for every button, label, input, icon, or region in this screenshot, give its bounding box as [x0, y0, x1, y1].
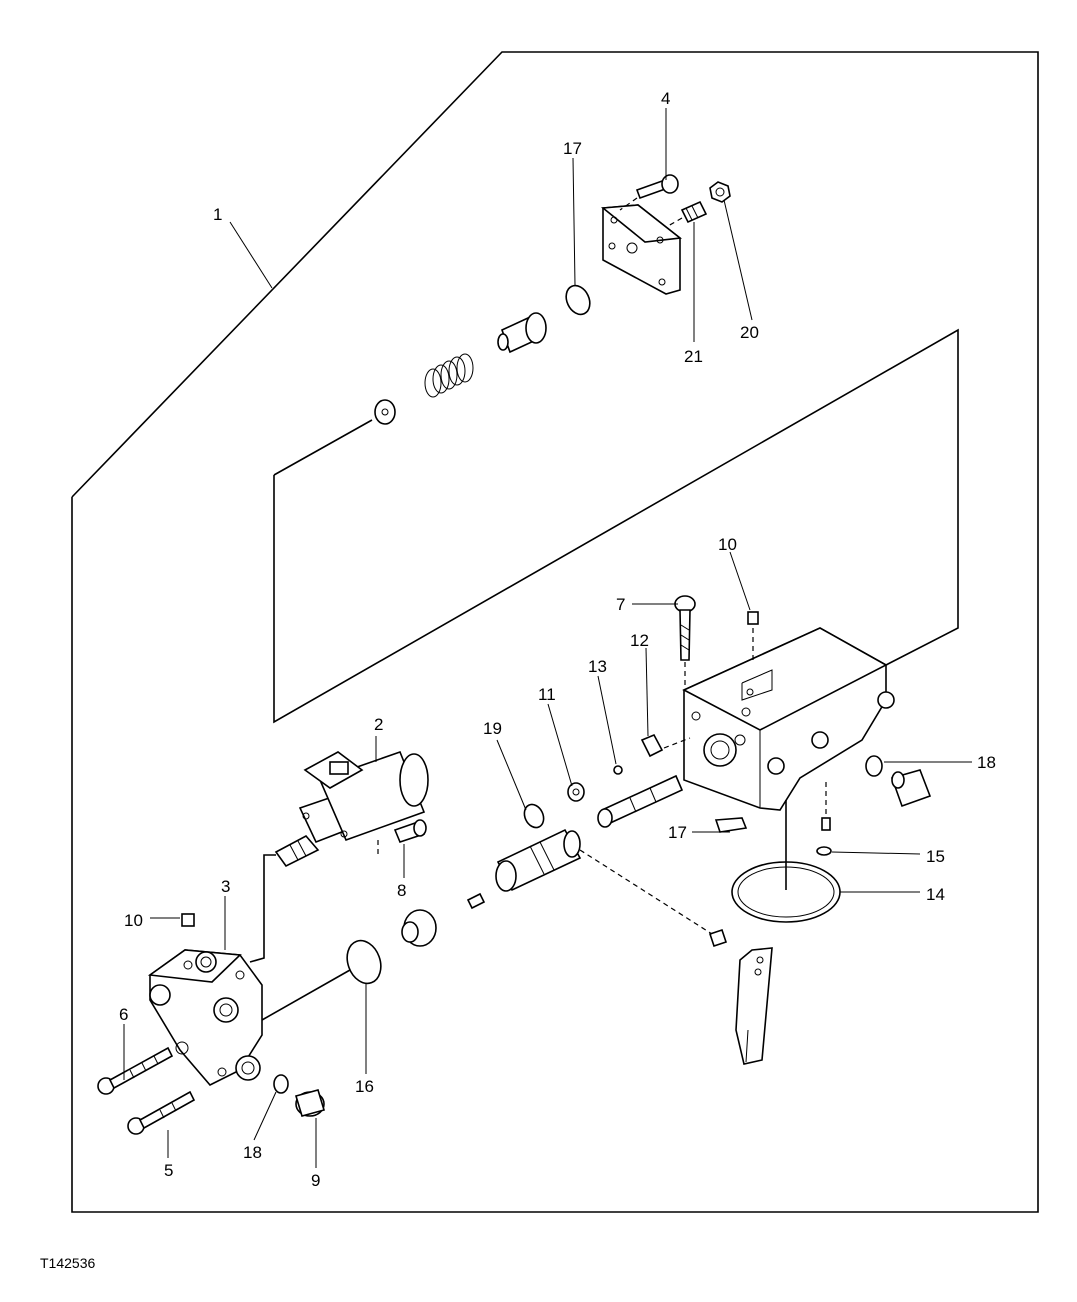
capscrew-8 — [377, 819, 427, 858]
plunger — [497, 312, 547, 354]
plug-9 — [294, 1089, 326, 1117]
callout-7: 7 — [616, 595, 625, 614]
sleeve — [495, 828, 582, 892]
figure-id: T142536 — [40, 1255, 95, 1271]
callout-16: 16 — [355, 1077, 374, 1096]
callout-19: 19 — [483, 719, 502, 738]
cover-plate — [600, 204, 683, 295]
o-ring-14 — [731, 800, 841, 923]
o-ring-18-lower — [273, 1074, 289, 1094]
plug-10-upper — [747, 611, 759, 660]
pin — [821, 782, 831, 831]
dowel-pin-right — [708, 928, 728, 948]
callout-10-lower: 10 — [124, 911, 143, 930]
subassembly-outline — [273, 328, 959, 724]
capscrew-7 — [674, 595, 696, 688]
spool — [597, 774, 684, 828]
valve-block-3 — [147, 949, 263, 1086]
callout-10-upper: 10 — [718, 535, 737, 554]
o-ring-17-upper — [565, 284, 591, 316]
callout-8: 8 — [397, 881, 406, 900]
o-ring-18-right — [865, 755, 883, 777]
o-ring-16 — [346, 939, 382, 985]
callout-12: 12 — [630, 631, 649, 650]
dowel-pin — [466, 892, 486, 910]
capscrew-5 — [127, 1090, 196, 1135]
callout-4: 4 — [661, 89, 670, 108]
ball-13 — [613, 765, 623, 775]
connection-line — [261, 969, 351, 1021]
lever-bracket — [735, 947, 773, 1065]
plug-10-lower — [181, 913, 195, 927]
callout-3: 3 — [221, 877, 230, 896]
callout-17-upper: 17 — [563, 139, 582, 158]
setscrew-21 — [667, 200, 708, 227]
callout-21: 21 — [684, 347, 703, 366]
plug — [401, 909, 437, 947]
plug-18 — [890, 769, 932, 808]
callout-2: 2 — [374, 715, 383, 734]
callout-20: 20 — [740, 323, 759, 342]
connection-line — [249, 854, 276, 963]
capscrew-4 — [619, 174, 679, 211]
dowel-centerline — [579, 849, 713, 935]
solenoid-2 — [274, 750, 429, 868]
nut-20 — [709, 181, 731, 203]
capscrew-6 — [97, 1046, 174, 1095]
callout-18-lower: 18 — [243, 1143, 262, 1162]
o-ring-19 — [523, 803, 545, 829]
spring — [424, 353, 474, 398]
callout-5: 5 — [164, 1161, 173, 1180]
callout-18-right: 18 — [977, 753, 996, 772]
callout-6: 6 — [119, 1005, 128, 1024]
callout-9: 9 — [311, 1171, 320, 1190]
callout-17-lower: 17 — [668, 823, 687, 842]
callout-1: 1 — [213, 205, 222, 224]
assembly-boundary — [71, 51, 1039, 1213]
washer-15 — [816, 846, 832, 856]
seal-11 — [567, 782, 585, 802]
plug-12 — [640, 733, 691, 758]
callout-15: 15 — [926, 847, 945, 866]
o-ring-17-lower — [714, 817, 748, 833]
callout-14: 14 — [926, 885, 945, 904]
callout-11: 11 — [538, 685, 556, 704]
leader-lines — [123, 108, 972, 1168]
valve-housing — [682, 627, 895, 811]
washer — [374, 399, 396, 425]
callout-13: 13 — [588, 657, 607, 676]
